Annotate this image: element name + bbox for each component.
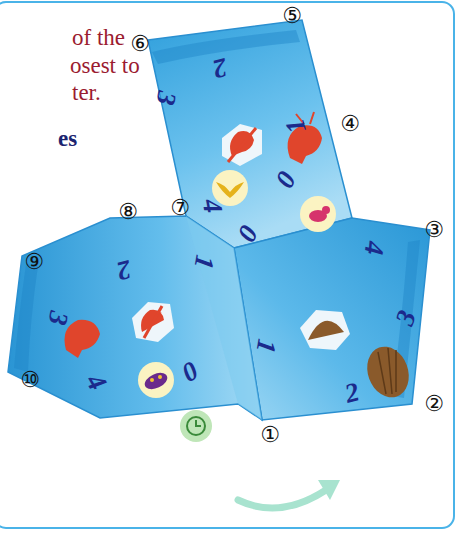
left-tile [8, 216, 262, 420]
callout-number: ⑥ [130, 33, 150, 55]
rule-text: es [58, 127, 77, 150]
callout-number: ⑤ [282, 5, 302, 27]
wave-band [152, 30, 300, 64]
no-shrimp-icon [132, 302, 174, 342]
tile-seam [186, 216, 262, 420]
callout-number: ⑦ [170, 197, 190, 219]
callout-number: ③ [424, 219, 444, 241]
edge-value: 4 [360, 240, 388, 256]
clam-small-icon [300, 310, 350, 350]
right-tile [234, 218, 430, 420]
rule-text: osest to [70, 54, 140, 77]
no-shrimp-icon [222, 124, 262, 166]
sea-slug-icon [138, 362, 174, 398]
wave-band [14, 264, 38, 372]
rule-text: ter. [72, 81, 101, 104]
callout-number: ⑨ [24, 251, 44, 273]
callout-number: ① [260, 424, 280, 446]
rule-text: of the [72, 26, 125, 49]
rotate-arrow [238, 480, 340, 508]
timer-icon [180, 410, 212, 442]
seal-icon [300, 196, 336, 232]
top-tile [148, 20, 352, 248]
clam-big-icon [360, 341, 415, 404]
callout-number: ⑧ [118, 201, 138, 223]
callout-number: ② [424, 393, 444, 415]
callout-number: ④ [340, 113, 360, 135]
callout-number: ⑩ [20, 369, 40, 391]
frame [0, 2, 454, 528]
